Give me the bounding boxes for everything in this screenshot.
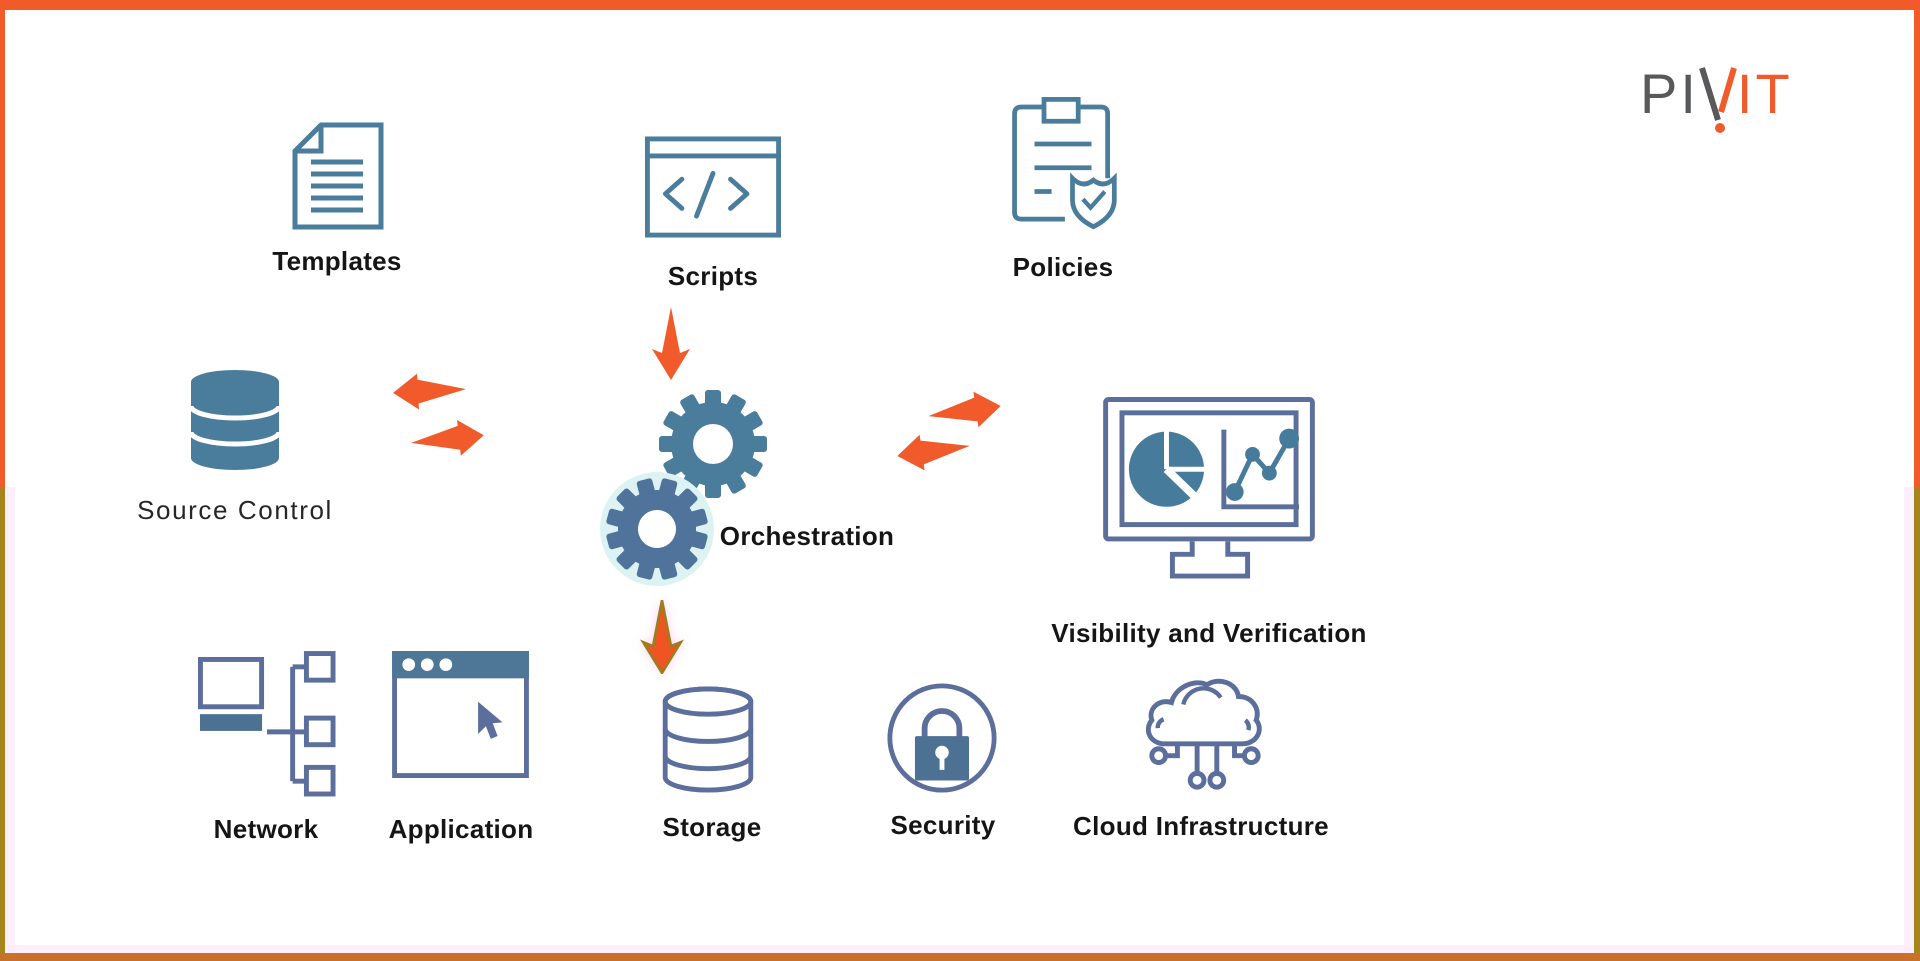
arrow-source-control-to-orchestration-icon [411,419,484,456]
node-label-policies: Policies [1012,252,1114,282]
overlay-tint-right [1904,487,1914,953]
frame-border-bottom [0,953,1920,961]
arrow-visibility-to-orchestration-icon [897,434,970,471]
node-label-cloud: Cloud Infrastructure [1073,811,1329,841]
logo-v-exclamation-icon [1699,67,1737,133]
cloud-connect-icon [1145,678,1262,790]
node-label-source-control: Source Control [137,495,333,525]
pivit-logo: PI IT [1640,66,1793,140]
document-icon [292,122,384,230]
node-label-scripts: Scripts [667,261,759,291]
gears-icon [600,390,767,586]
node-label-network: Network [213,814,319,844]
monitor-charts-icon [1103,397,1315,579]
frame-border-right [1914,0,1920,961]
node-label-application: Application [388,814,534,844]
lock-circle-icon [887,683,997,793]
overlay-tint-left [5,487,15,953]
node-label-security: Security [890,810,996,840]
arrow-orchestration-to-storage-icon [640,600,684,674]
network-tree-icon [198,651,336,797]
app-window-icon [392,651,529,778]
node-label-orchestration: Orchestration [719,521,895,551]
arrow-scripts-to-orchestration-icon [652,307,690,380]
logo-text-gray: PI [1640,62,1699,125]
database-filled-icon [189,370,281,470]
clipboard-shield-icon [1012,97,1117,230]
overlay-tint-bottom [5,945,1914,953]
arrow-orchestration-to-visibility-icon [928,391,1001,428]
frame-border-left [0,0,5,961]
database-outline-icon [662,686,754,793]
frame-border-top [0,0,1920,10]
node-label-storage: Storage [662,812,762,842]
node-label-visibility: Visibility and Verification [1051,618,1367,648]
code-window-icon [645,136,781,238]
node-label-templates: Templates [272,246,402,276]
arrow-orchestration-to-source-control-icon [393,373,466,410]
logo-text-orange: IT [1736,62,1793,125]
